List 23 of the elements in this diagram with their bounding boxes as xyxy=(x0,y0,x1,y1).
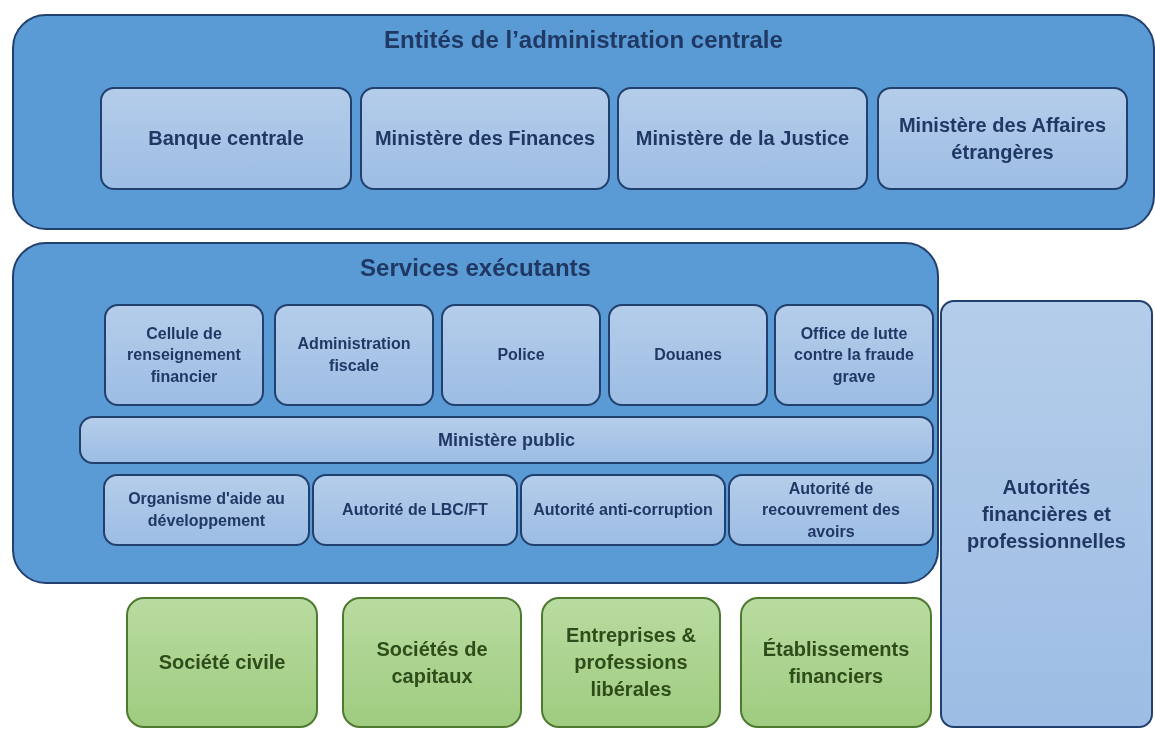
entity-box: Autorités financières et professionnelles xyxy=(940,300,1153,728)
entity-box: Ministère public xyxy=(79,416,934,464)
sector-box: Établissements financiers xyxy=(740,597,932,728)
entity-box: Autorité de LBC/FT xyxy=(312,474,518,546)
entity-box: Office de lutte contre la fraude grave xyxy=(774,304,934,406)
entity-box: Autorité de recouvrement des avoirs xyxy=(728,474,934,546)
panel-heading: Entités de l’administration centrale xyxy=(383,26,784,54)
sector-box: Société civile xyxy=(126,597,318,728)
sector-box: Entreprises & professions libérales xyxy=(541,597,721,728)
entity-box: Ministère des Finances xyxy=(360,87,610,190)
entity-box: Banque centrale xyxy=(100,87,352,190)
entity-box: Cellule de renseignement financier xyxy=(104,304,264,406)
entity-box: Douanes xyxy=(608,304,768,406)
group-panel xyxy=(12,14,1155,230)
entity-box: Organisme d'aide au développement xyxy=(103,474,310,546)
entity-box: Ministère de la Justice xyxy=(617,87,868,190)
panel-heading: Services exécutants xyxy=(359,254,592,282)
entity-box: Administration fiscale xyxy=(274,304,434,406)
group-panel xyxy=(12,242,939,584)
entity-box: Ministère des Affaires étrangères xyxy=(877,87,1128,190)
entity-box: Police xyxy=(441,304,601,406)
entity-box: Autorité anti-corruption xyxy=(520,474,726,546)
sector-box: Sociétés de capitaux xyxy=(342,597,522,728)
